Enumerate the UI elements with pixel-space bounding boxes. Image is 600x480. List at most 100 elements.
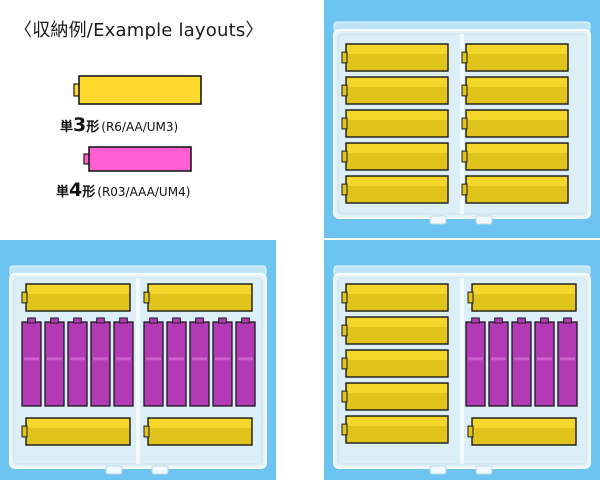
aa-battery-highlight	[467, 144, 567, 153]
aa-battery-terminal	[461, 117, 468, 130]
aa-battery-highlight	[347, 384, 447, 393]
case-clip	[429, 465, 447, 475]
case-clip	[429, 215, 447, 225]
aa-battery-terminal	[21, 425, 28, 438]
case-clip	[151, 465, 169, 475]
aaa-battery-terminal	[27, 317, 36, 324]
aa-battery-terminal	[143, 291, 150, 304]
aaa-battery-terminal	[563, 317, 572, 324]
aaa-battery-glint	[70, 357, 85, 361]
aaa-battery-glint	[514, 357, 529, 361]
aa-battery-highlight	[347, 318, 447, 327]
aa-battery-highlight	[347, 78, 447, 87]
aa-battery-terminal	[341, 84, 348, 97]
aaa-battery-swatch	[83, 146, 192, 172]
aa-battery-terminal	[341, 150, 348, 163]
aa-battery-highlight	[467, 45, 567, 54]
aaa-battery-terminal	[50, 317, 59, 324]
aa-battery-highlight	[347, 144, 447, 153]
aaa-battery	[113, 321, 134, 407]
aaa-battery	[166, 321, 187, 407]
aa-battery-terminal	[461, 51, 468, 64]
aa-battery-highlight	[27, 419, 129, 428]
aaa-battery-terminal	[172, 317, 181, 324]
aa-battery-terminal	[341, 357, 348, 370]
aa-battery-highlight	[347, 177, 447, 186]
aaa-battery-glint	[169, 357, 184, 361]
aaa-battery-glint	[238, 357, 253, 361]
aaa-battery-glint	[468, 357, 483, 361]
aa-battery-highlight	[149, 285, 251, 294]
aaa-battery	[189, 321, 210, 407]
storage-case-2	[9, 265, 267, 475]
legend-panel: 〈収納例/Example layouts〉 単3形(R6/AA/UM3) 単4形…	[0, 0, 322, 236]
aaa-battery-glint	[192, 357, 207, 361]
layout-photo-2	[0, 240, 276, 480]
aaa-battery-terminal	[241, 317, 250, 324]
aaa-battery-terminal	[517, 317, 526, 324]
aaa-battery-terminal	[149, 317, 158, 324]
aa-battery-terminal	[341, 51, 348, 64]
aa-battery-highlight	[473, 285, 575, 294]
aa-battery-highlight	[347, 111, 447, 120]
aa-battery-terminal	[21, 291, 28, 304]
case-clip	[475, 215, 493, 225]
aaa-battery	[143, 321, 164, 407]
aaa-battery-terminal	[73, 317, 82, 324]
aaa-battery-label: 単4形(R03/AAA/UM4)	[56, 179, 191, 201]
aa-battery-terminal	[461, 183, 468, 196]
aa-battery-highlight	[149, 419, 251, 428]
aaa-battery-terminal	[540, 317, 549, 324]
aa-battery-highlight	[347, 351, 447, 360]
aa-battery-terminal	[461, 84, 468, 97]
aa-battery-terminal	[467, 291, 474, 304]
aa-battery-terminal	[341, 183, 348, 196]
aaa-battery	[90, 321, 111, 407]
case-clip	[105, 465, 123, 475]
storage-case-3	[333, 265, 591, 475]
aaa-battery	[488, 321, 509, 407]
aa-battery-highlight	[473, 419, 575, 428]
aaa-battery-glint	[116, 357, 131, 361]
aa-battery-terminal	[341, 291, 348, 304]
aaa-battery-terminal	[494, 317, 503, 324]
case-clip	[475, 465, 493, 475]
aa-battery-label: 単3形(R6/AA/UM3)	[60, 114, 179, 136]
aaa-battery	[557, 321, 578, 407]
legend-title: 〈収納例/Example layouts〉	[14, 20, 264, 41]
aaa-battery-glint	[93, 357, 108, 361]
aaa-battery-glint	[24, 357, 39, 361]
case-divider	[460, 278, 464, 464]
aa-battery-terminal	[341, 423, 348, 436]
aaa-battery	[67, 321, 88, 407]
aaa-battery-terminal	[195, 317, 204, 324]
aaa-battery	[235, 321, 256, 407]
aaa-battery-glint	[491, 357, 506, 361]
aaa-battery	[21, 321, 42, 407]
aaa-battery-terminal	[119, 317, 128, 324]
aaa-battery-terminal	[96, 317, 105, 324]
layout-photo-3	[324, 240, 600, 480]
layout-photo-1	[324, 0, 600, 238]
aa-battery-highlight	[347, 285, 447, 294]
aaa-battery	[534, 321, 555, 407]
aa-battery-swatch	[73, 75, 202, 105]
aa-battery-terminal	[341, 324, 348, 337]
aa-battery-highlight	[467, 111, 567, 120]
storage-case-1	[333, 21, 591, 225]
aaa-battery-glint	[146, 357, 161, 361]
aaa-battery-terminal	[218, 317, 227, 324]
aaa-battery	[44, 321, 65, 407]
aa-battery-highlight	[347, 45, 447, 54]
aaa-battery-glint	[560, 357, 575, 361]
aa-battery-terminal	[461, 150, 468, 163]
aa-battery-terminal	[467, 425, 474, 438]
aa-battery-terminal	[341, 117, 348, 130]
aaa-battery-glint	[215, 357, 230, 361]
aa-battery-highlight	[27, 285, 129, 294]
aaa-battery-terminal	[471, 317, 480, 324]
aaa-battery-glint	[47, 357, 62, 361]
aaa-battery	[511, 321, 532, 407]
aaa-battery	[465, 321, 486, 407]
aa-battery-highlight	[467, 78, 567, 87]
